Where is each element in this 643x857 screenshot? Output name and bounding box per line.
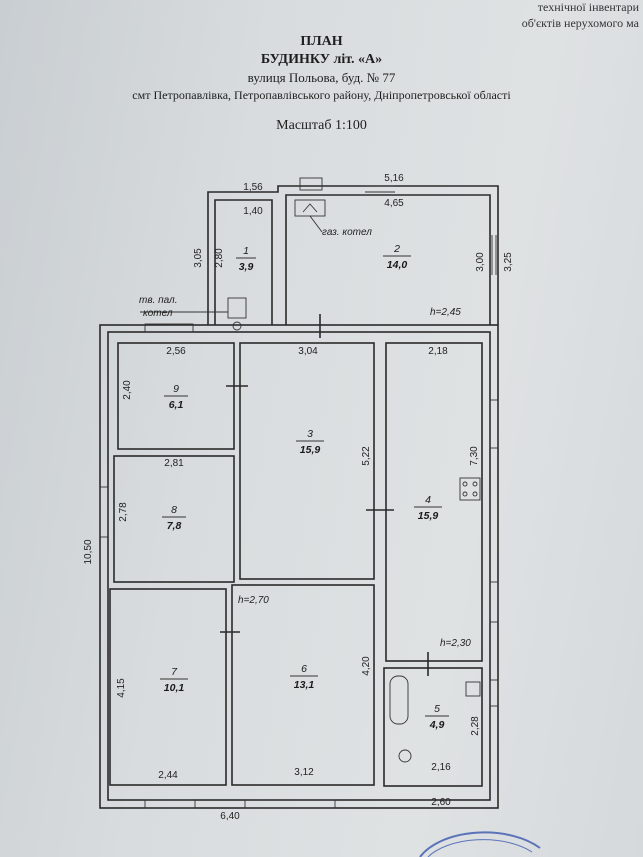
dim-label: 3,00 <box>475 252 486 272</box>
ceiling-height-annex: h=2,45 <box>430 307 461 318</box>
room2-wall <box>285 194 491 325</box>
dim-label: 2,80 <box>214 248 225 268</box>
dim-label: 5,16 <box>384 173 404 184</box>
room1-wall <box>214 199 273 325</box>
window <box>489 581 499 623</box>
room-4-outline <box>385 342 483 662</box>
official-stamp <box>419 831 541 857</box>
address-locality: смт Петропавлівка, Петропавлівського рай… <box>132 88 511 102</box>
dim-label: 2,18 <box>428 346 448 357</box>
room-2-number: 2 <box>393 243 400 255</box>
corner-text-line1: технічної інвентари <box>537 0 639 14</box>
door-marks <box>220 314 429 676</box>
dim-label: 2,56 <box>166 346 186 357</box>
dim-label: 2,81 <box>164 458 184 469</box>
solid-boiler-label-1: тв. пал. <box>139 295 177 306</box>
stove-icon <box>459 477 481 501</box>
plan-title: ПЛАН <box>300 34 343 49</box>
scale-label: Масштаб 1:100 <box>276 118 367 133</box>
windows <box>99 323 499 809</box>
room-1-area: 3,9 <box>239 261 254 273</box>
room-9-area: 6,1 <box>169 399 184 411</box>
window <box>489 399 499 449</box>
gas-boiler-label: газ. котел <box>322 227 372 238</box>
corner-text-line2: об'єктів нерухомого ма <box>521 16 639 30</box>
room-2-area: 14,0 <box>387 259 408 271</box>
dim-label: 2,78 <box>118 502 129 522</box>
dim-label: 1,40 <box>243 206 263 217</box>
dim-label: 2,60 <box>431 797 451 808</box>
dimension-labels: 1,56 1,40 5,16 4,65 3,05 2,80 3,00 3,25 … <box>83 173 514 822</box>
room-6-area: 13,1 <box>294 679 315 691</box>
room-labels: 1 3,9 2 14,0 3 15,9 4 15,9 5 4,9 6 13,1 … <box>160 243 449 731</box>
solid-boiler-label-2: котел <box>143 308 173 319</box>
dim-label: 4,15 <box>116 678 127 698</box>
dim-label: 3,05 <box>193 248 204 268</box>
room-8-area: 7,8 <box>167 520 182 532</box>
room-5-outline <box>383 667 483 787</box>
room-7-outline <box>109 588 227 786</box>
dim-label: 10,50 <box>83 539 94 564</box>
window <box>144 799 196 809</box>
dim-label: 3,25 <box>503 252 514 272</box>
room-7-number: 7 <box>171 666 178 678</box>
room-5-area: 4,9 <box>429 719 445 731</box>
room-9-number: 9 <box>173 383 179 395</box>
dim-label: 4,65 <box>384 198 404 209</box>
room-8-number: 8 <box>171 504 177 516</box>
room-9-outline <box>117 342 235 450</box>
window <box>144 323 194 333</box>
dim-label: 2,44 <box>158 770 178 781</box>
dim-label: 1,56 <box>243 182 263 193</box>
dim-label: 5,22 <box>361 446 372 466</box>
room-8-outline <box>113 455 235 583</box>
room-3-number: 3 <box>307 428 313 440</box>
room-1-number: 1 <box>243 245 249 257</box>
outer-wall-main <box>99 324 499 809</box>
ceiling-height-main: h=2,70 <box>238 595 269 606</box>
room-7-area: 10,1 <box>164 682 185 694</box>
chimney <box>299 177 323 191</box>
dim-label: 6,40 <box>220 811 240 822</box>
dim-label: 7,30 <box>469 446 480 466</box>
dim-label: 3,04 <box>298 346 318 357</box>
gas-boiler <box>294 199 326 217</box>
window <box>99 486 109 538</box>
room-6-number: 6 <box>301 663 307 675</box>
dim-label: 2,40 <box>122 380 133 400</box>
dim-label: 4,20 <box>361 656 372 676</box>
gas-boiler-symbol <box>302 203 318 213</box>
solid-fuel-boiler <box>227 297 247 319</box>
room-5-number: 5 <box>434 703 440 715</box>
sink-icon <box>465 681 481 697</box>
room-3-area: 15,9 <box>300 444 321 456</box>
window <box>244 799 336 809</box>
plan-subtitle: БУДИНКУ літ. «А» <box>260 52 383 67</box>
bathtub-icon <box>389 675 409 725</box>
room-4-number: 4 <box>425 494 431 506</box>
toilet-icon <box>398 749 412 763</box>
dim-label: 3,12 <box>294 767 314 778</box>
annex-outer-wall <box>207 185 499 325</box>
dim-label: 2,16 <box>431 762 451 773</box>
room-3-outline <box>239 342 375 580</box>
address-street: вулиця Польова, буд. № 77 <box>247 70 396 85</box>
ceiling-height-kitchen: h=2,30 <box>440 638 471 649</box>
room-6-outline <box>231 584 375 786</box>
room-4-area: 15,9 <box>418 510 439 522</box>
dim-label: 2,28 <box>470 716 481 736</box>
window <box>489 679 499 707</box>
